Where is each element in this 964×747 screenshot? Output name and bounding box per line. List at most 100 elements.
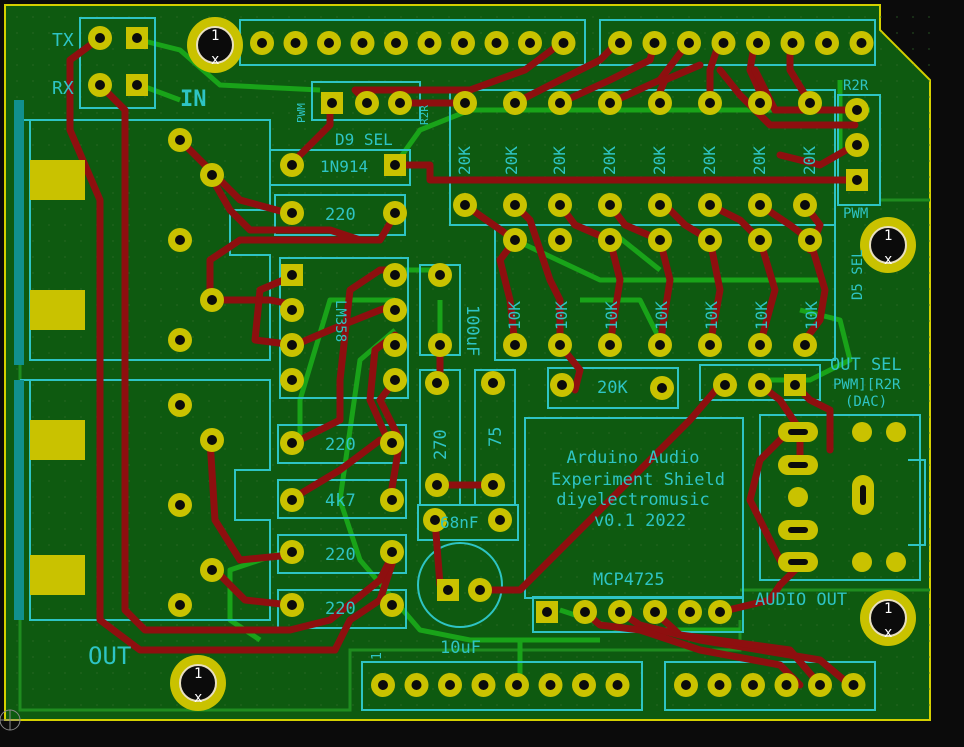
drill-hole bbox=[387, 600, 397, 610]
drill-hole bbox=[781, 680, 792, 690]
drill-hole bbox=[432, 378, 442, 388]
r75-label: 75 bbox=[486, 427, 506, 447]
drill-hole bbox=[755, 98, 765, 108]
drill-hole bbox=[387, 547, 397, 557]
drill-hole bbox=[705, 200, 715, 210]
drill-hole bbox=[387, 438, 397, 448]
drill-hole bbox=[390, 340, 400, 350]
drill-hole bbox=[790, 380, 800, 390]
rx-label: RX bbox=[52, 78, 74, 99]
drill-hole bbox=[443, 585, 453, 595]
drill-hole bbox=[95, 80, 105, 90]
out-label: OUT bbox=[88, 642, 131, 670]
r220-label: 220 bbox=[325, 599, 356, 619]
drill-hole bbox=[460, 200, 470, 210]
r220-label: 220 bbox=[325, 435, 356, 455]
mount-x: x bbox=[194, 690, 202, 706]
drill-hole bbox=[542, 607, 552, 617]
drill-hole bbox=[655, 235, 665, 245]
resistor-value-label: 10K bbox=[652, 301, 671, 330]
drill-hole bbox=[685, 607, 695, 617]
drill-hole bbox=[705, 340, 715, 350]
drill-hole bbox=[705, 235, 715, 245]
header-pin1-label: 1 bbox=[370, 652, 385, 660]
drill-hole bbox=[755, 340, 765, 350]
resistor-value-label: 10K bbox=[702, 301, 721, 330]
drill-hole bbox=[512, 680, 522, 690]
r2r-label: R2R bbox=[843, 78, 869, 94]
drill-hole bbox=[605, 200, 615, 210]
drill-hole bbox=[458, 38, 468, 48]
drill-hole bbox=[650, 607, 660, 617]
drill-hole bbox=[435, 340, 445, 350]
silkscreen bbox=[20, 17, 926, 711]
drill-hole bbox=[488, 378, 498, 388]
drill-hole bbox=[753, 38, 763, 48]
drill-hole bbox=[445, 680, 455, 690]
drill-hole bbox=[805, 98, 815, 108]
drill-hole bbox=[525, 38, 535, 48]
drill-hole bbox=[378, 680, 388, 690]
resistor-value-label: 20K bbox=[550, 146, 569, 175]
ic-label: LM358 bbox=[332, 300, 348, 342]
resistor-value-label: 10K bbox=[752, 301, 771, 330]
drill-hole bbox=[287, 438, 297, 448]
drill-hole bbox=[175, 600, 185, 610]
drill-hole bbox=[555, 235, 565, 245]
drill-hole bbox=[432, 480, 442, 490]
drill-hole bbox=[207, 565, 217, 575]
drill-hole bbox=[287, 600, 297, 610]
cap-10uf-label: 10uF bbox=[440, 638, 481, 658]
resistor-value-label: 20K bbox=[800, 146, 819, 175]
drill-hole bbox=[362, 98, 372, 108]
drill-hole bbox=[387, 495, 397, 505]
audio-out-label: AUDIO OUT bbox=[755, 590, 847, 610]
mount-x: x bbox=[884, 625, 892, 641]
pwm-right-label: PWM bbox=[843, 206, 868, 222]
drill-hole bbox=[720, 380, 730, 390]
drill-hole bbox=[545, 680, 556, 690]
drill-hole bbox=[357, 38, 368, 48]
drill-hole bbox=[424, 38, 435, 48]
drill-hole bbox=[510, 98, 520, 108]
drill-hole bbox=[327, 98, 337, 108]
drill-hole bbox=[175, 400, 185, 410]
drill-hole bbox=[684, 38, 694, 48]
r2r-top-label: R2R bbox=[418, 105, 431, 125]
drill-hole bbox=[655, 200, 665, 210]
resistor-value-label: 10K bbox=[602, 301, 621, 330]
drill-hole bbox=[390, 305, 400, 315]
out-sel-option1: PWM][R2R bbox=[833, 377, 901, 393]
title-line-4: v0.1 2022 bbox=[594, 511, 686, 531]
drill-hole bbox=[478, 680, 489, 690]
jack-solder-pads bbox=[30, 160, 85, 595]
drill-hole bbox=[755, 235, 765, 245]
mount-label: 1 bbox=[884, 228, 892, 244]
drill-hole bbox=[852, 175, 862, 185]
drill-hole bbox=[655, 98, 665, 108]
mounting-holes bbox=[170, 17, 916, 711]
title-block: Arduino Audio Experiment Shield diyelect… bbox=[551, 448, 725, 531]
resistor-value-label: 10K bbox=[505, 301, 524, 330]
resistor-value-label: 10K bbox=[552, 301, 571, 330]
drill-hole bbox=[748, 680, 758, 690]
drill-hole bbox=[395, 98, 405, 108]
out-sel-option2: (DAC) bbox=[845, 394, 887, 410]
drill-hole bbox=[657, 383, 667, 393]
drill-hole bbox=[852, 105, 862, 115]
r270-label: 270 bbox=[431, 429, 451, 460]
mount-label: 1 bbox=[884, 601, 892, 617]
drill-hole bbox=[287, 305, 297, 315]
drill-hole bbox=[822, 38, 832, 48]
drill-hole bbox=[579, 680, 589, 690]
drill-hole bbox=[615, 607, 625, 617]
drill-hole bbox=[852, 140, 862, 150]
drill-hole bbox=[510, 340, 520, 350]
silk-text: TX RX IN OUT PWM D9 SEL R2R R2R PWM D5 S… bbox=[52, 30, 902, 670]
r4k7-label: 4k7 bbox=[325, 491, 356, 511]
drill-hole bbox=[715, 607, 725, 617]
drill-hole bbox=[800, 340, 810, 350]
drill-hole bbox=[848, 680, 859, 690]
resistor-value-label: 20K bbox=[650, 146, 669, 175]
drill-hole bbox=[605, 235, 615, 245]
